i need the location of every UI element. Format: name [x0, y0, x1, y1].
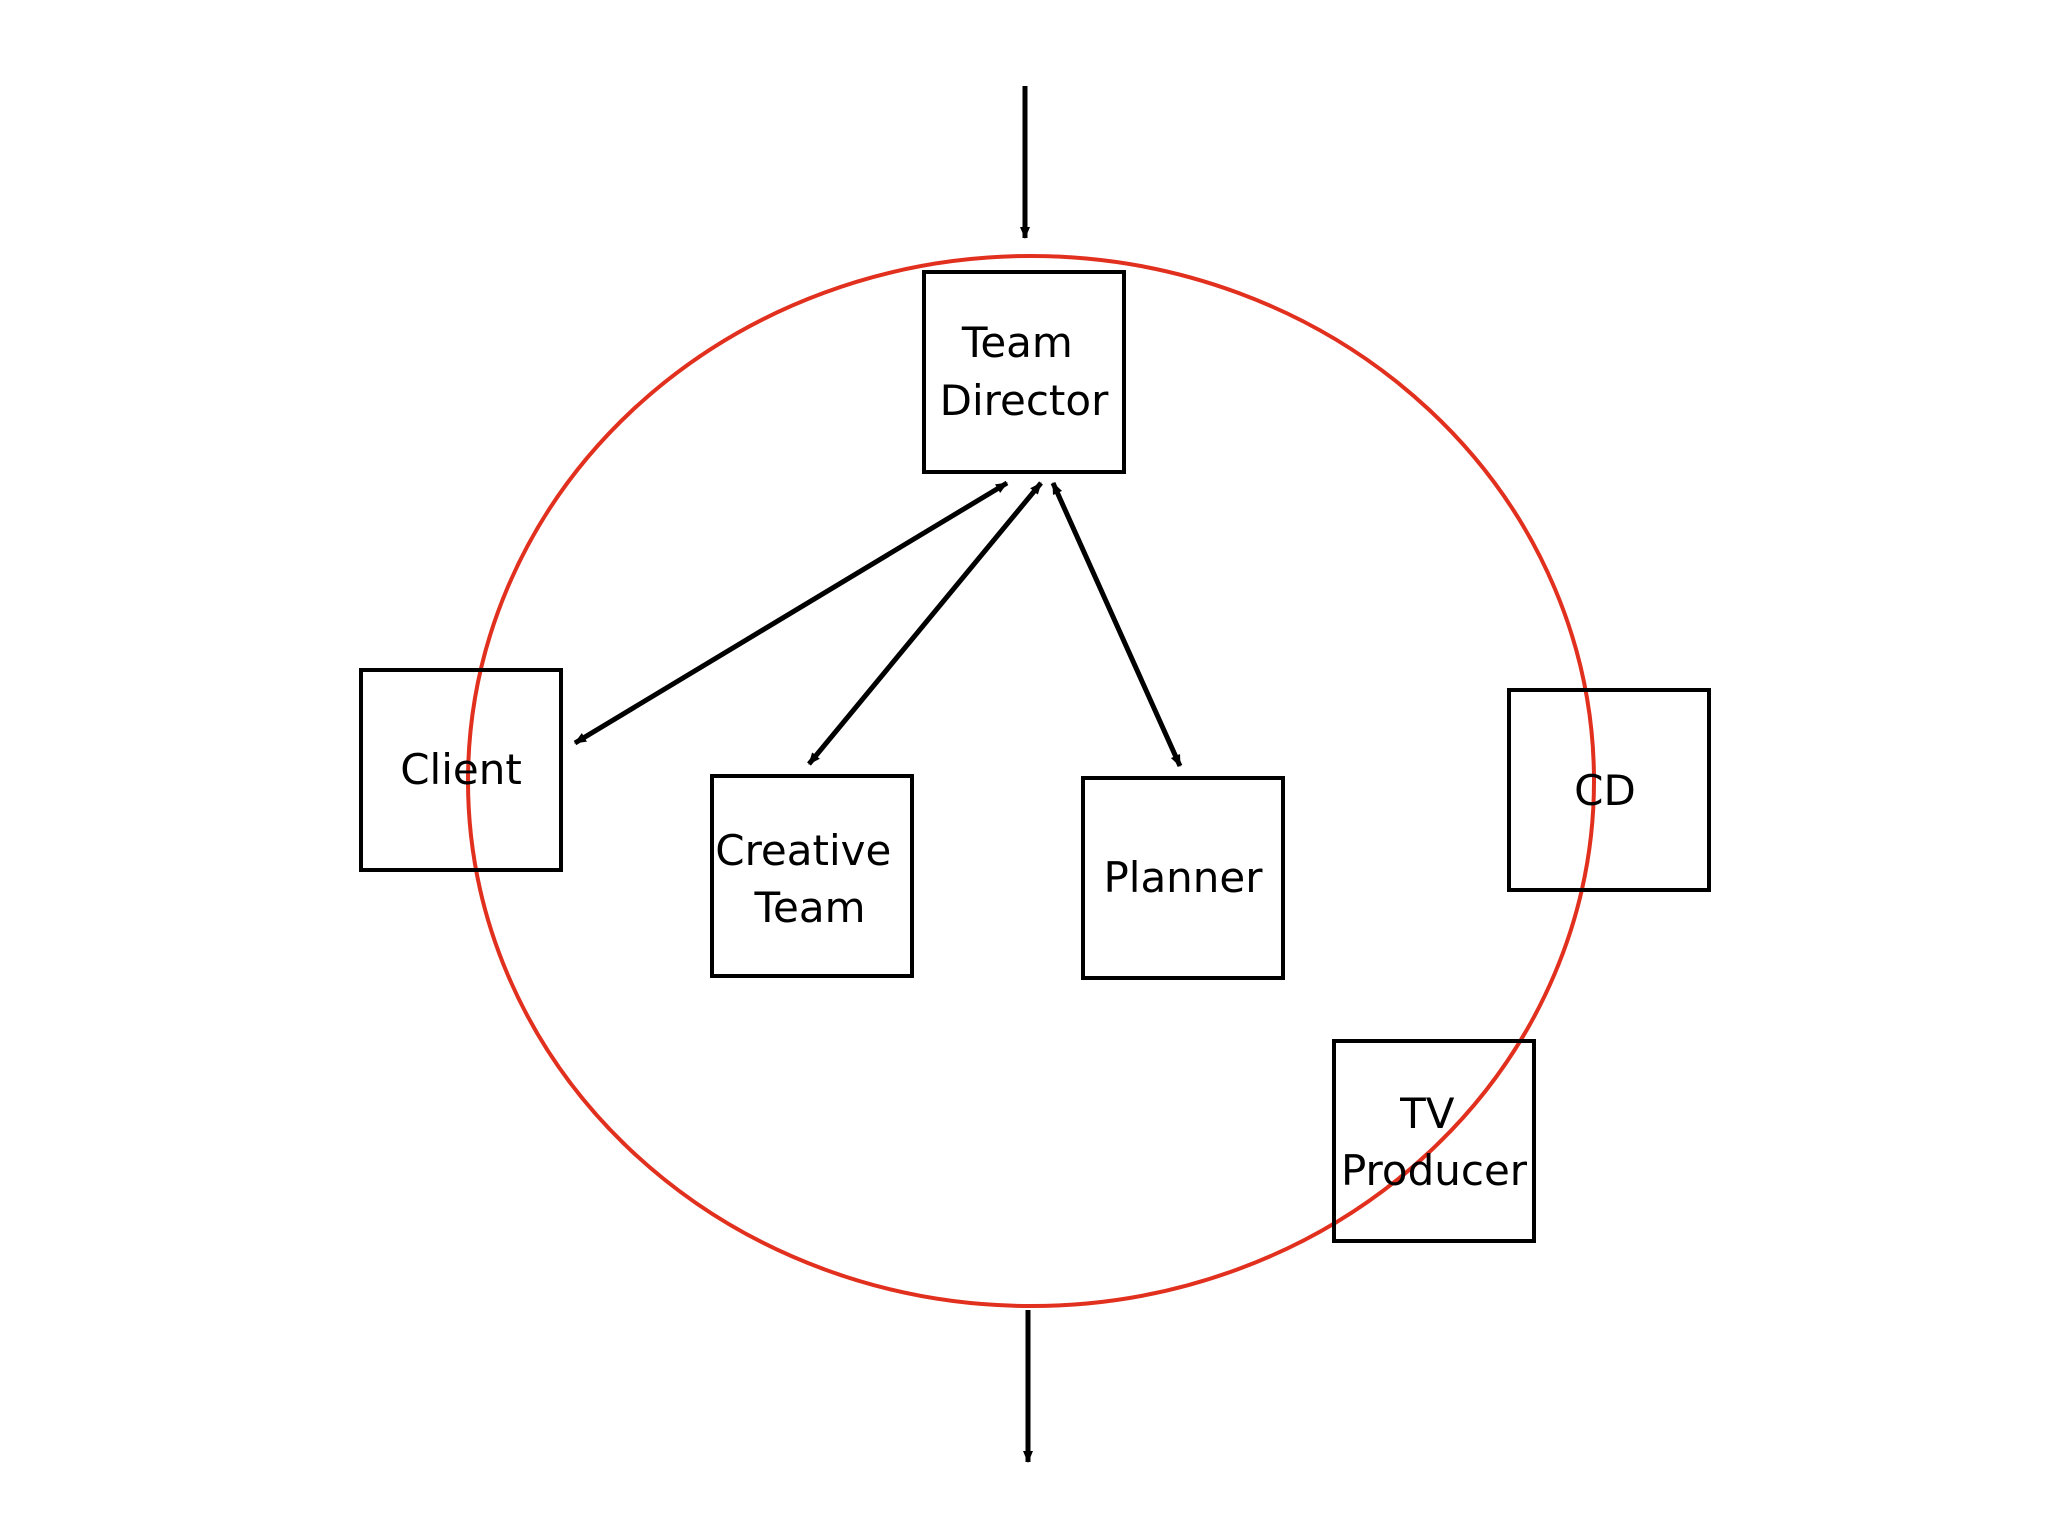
node-label-line: CD: [1574, 766, 1636, 815]
node-box: [1507, 688, 1711, 892]
arrow-director-client: [573, 480, 1009, 746]
svg-text:Planner: Planner: [1103, 853, 1263, 902]
node-team-director: Team Director: [922, 270, 1126, 474]
node-box: [922, 270, 1126, 474]
svg-text:TV Producer: TV Producer: [1341, 1089, 1528, 1195]
node-label-line: Producer: [1341, 1146, 1528, 1195]
node-label-line: Team: [753, 883, 865, 932]
node-box: [1081, 776, 1285, 980]
team-boundary-ellipse: [466, 254, 1596, 1308]
svg-text:CD: CD: [1574, 766, 1636, 815]
node-label-line: Team: [961, 318, 1073, 367]
arrow-director-planner: [1050, 481, 1183, 768]
node-box: [359, 668, 563, 872]
node-label-line: Director: [940, 376, 1109, 425]
svg-text:Client: Client: [400, 745, 522, 794]
node-label-line: Client: [400, 745, 522, 794]
node-cd: CD: [1507, 688, 1711, 892]
node-label-line: Planner: [1103, 853, 1263, 902]
node-label-line: TV: [1399, 1089, 1455, 1138]
svg-text:Creative Team: Creative Team: [715, 826, 904, 932]
node-planner: Planner: [1081, 776, 1285, 980]
node-client: Client: [359, 668, 563, 872]
svg-text:Team Director: Team Director: [940, 318, 1109, 425]
node-box: [710, 774, 914, 978]
node-label-line: Creative: [715, 826, 891, 875]
node-tv-producer: TV Producer: [1332, 1039, 1536, 1243]
node-box: [1332, 1039, 1536, 1243]
arrow-director-creative-team: [807, 481, 1043, 766]
node-creative-team: Creative Team: [710, 774, 914, 978]
